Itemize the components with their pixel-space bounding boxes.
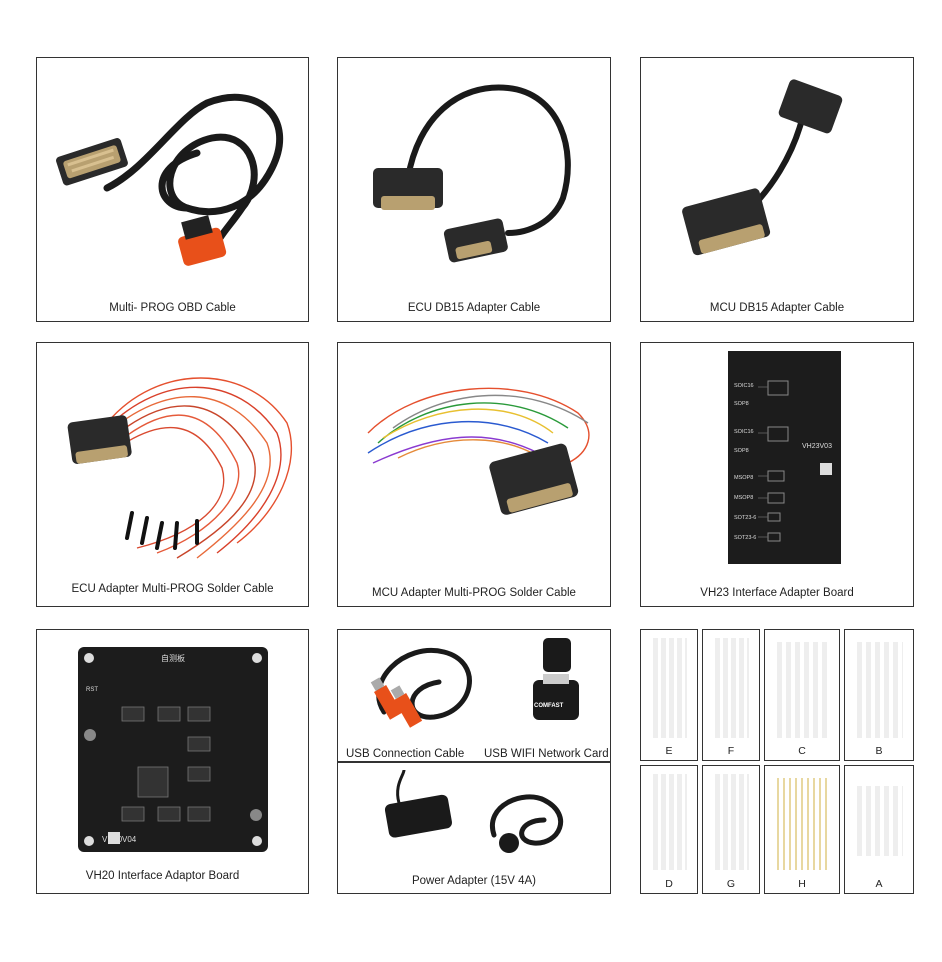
caption: MCU DB15 Adapter Cable bbox=[709, 302, 845, 314]
board-title: 自测板 bbox=[161, 654, 185, 663]
usb-caption: USB Connection Cable bbox=[346, 748, 465, 760]
board-traces bbox=[758, 380, 832, 542]
obd-cable-image bbox=[56, 93, 284, 266]
db25-connector-icon bbox=[489, 443, 579, 515]
board-model: VH20V04 bbox=[102, 835, 137, 844]
usb-plug-icon bbox=[370, 677, 403, 720]
pin-set-d: D bbox=[640, 765, 698, 894]
mcu-db15-cable-image bbox=[682, 79, 843, 256]
mount-hole-icon bbox=[252, 836, 262, 846]
pin-set-e: E bbox=[640, 629, 698, 761]
mcu-solder-cable-image bbox=[367, 387, 590, 515]
db25-connector-icon bbox=[373, 168, 443, 210]
panel-ecu-db15-cable: ECU DB15 Adapter Cable bbox=[337, 57, 611, 322]
caption: VH23 Interface Adapter Board bbox=[700, 587, 854, 599]
pin-set-image bbox=[777, 642, 827, 738]
db25-connector-icon bbox=[67, 415, 132, 464]
pin-set-image bbox=[715, 638, 749, 738]
panel-vh20-board: 自测板 RST VH20V04 VH20 Interface Adaptor B… bbox=[36, 629, 309, 894]
mount-hole-icon bbox=[252, 653, 262, 663]
power-brick-icon bbox=[384, 794, 452, 838]
usb-cable-image bbox=[370, 648, 472, 728]
panel-obd-cable: Multi- PROG OBD Cable bbox=[36, 57, 309, 322]
board-label: MSOP8 bbox=[734, 495, 754, 501]
board-label: SOIC16 bbox=[734, 383, 754, 389]
pin-set-a: A bbox=[844, 765, 914, 894]
db25-connector-icon bbox=[682, 188, 771, 256]
pin-set-image bbox=[857, 642, 903, 738]
pin-set-image bbox=[857, 786, 903, 856]
obd-connector-icon bbox=[178, 215, 227, 266]
pin-set-image bbox=[715, 774, 749, 870]
board-label: SOT23-6 bbox=[734, 515, 757, 521]
usb-plug-icon bbox=[390, 685, 423, 728]
pin-set-image bbox=[653, 774, 687, 870]
panel-power-adapter: Power Adapter (15V 4A) bbox=[337, 762, 611, 894]
caption: ECU DB15 Adapter Cable bbox=[407, 302, 541, 314]
panel-ecu-solder-cable: ECU Adapter Multi-PROG Solder Cable bbox=[36, 342, 309, 607]
pin-set-b: B bbox=[844, 629, 914, 761]
board-model: VH23V03 bbox=[802, 443, 832, 450]
pin-set-g: G bbox=[702, 765, 760, 894]
pin-set-label: B bbox=[875, 745, 883, 757]
panel-mcu-db15-cable: MCU DB15 Adapter Cable bbox=[640, 57, 914, 322]
pin-set-c: C bbox=[764, 629, 840, 761]
wifi-brand: COMFAST bbox=[534, 703, 564, 709]
pin-set-image bbox=[653, 638, 687, 738]
power-plug-icon bbox=[499, 833, 519, 853]
pin-set-h: H bbox=[764, 765, 840, 894]
mount-hole-icon bbox=[84, 836, 94, 846]
pin-sets-grid: E F C B D G H A bbox=[640, 629, 914, 894]
ecu-db15-cable-image bbox=[373, 84, 571, 263]
mount-hole-icon bbox=[84, 653, 94, 663]
pin-set-label: C bbox=[798, 745, 806, 757]
pin-set-f: F bbox=[702, 629, 760, 761]
board-label: SOIC16 bbox=[734, 429, 754, 435]
pin-set-image bbox=[777, 778, 827, 870]
pin-set-label: D bbox=[665, 878, 673, 890]
wifi-caption: USB WIFI Network Card bbox=[484, 748, 609, 760]
board-label: SOT23-6 bbox=[734, 535, 757, 541]
db15-connector-icon bbox=[443, 218, 508, 263]
caption: VH20 Interface Adaptor Board bbox=[85, 870, 240, 882]
board-label: SOP8 bbox=[734, 448, 749, 454]
ecu-solder-cable-image bbox=[67, 377, 293, 559]
board-label: SOP8 bbox=[734, 401, 749, 407]
wifi-cap-icon bbox=[543, 638, 571, 672]
board-label: MSOP8 bbox=[734, 475, 754, 481]
panel-mcu-solder-cable: MCU Adapter Multi-PROG Solder Cable bbox=[337, 342, 611, 607]
rst-label: RST bbox=[86, 687, 98, 693]
vh20-board: 自测板 RST VH20V04 bbox=[78, 647, 268, 852]
pin-set-label: H bbox=[798, 878, 806, 890]
pin-set-label: E bbox=[665, 745, 673, 757]
pin-set-label: A bbox=[875, 878, 883, 890]
caption: Power Adapter (15V 4A) bbox=[411, 875, 536, 887]
db15-connector-icon bbox=[778, 79, 843, 134]
power-adapter-image bbox=[384, 769, 564, 853]
pin-set-label: G bbox=[726, 878, 736, 890]
board-chips bbox=[84, 706, 262, 844]
caption: Multi- PROG OBD Cable bbox=[109, 302, 236, 314]
db25-connector-icon bbox=[56, 138, 128, 186]
panel-vh23-board: SOIC16 SOP8 SOIC16 SOP8 MSOP8 MSOP8 SOT2… bbox=[640, 342, 914, 607]
vh23-board: SOIC16 SOP8 SOIC16 SOP8 MSOP8 MSOP8 SOT2… bbox=[728, 351, 841, 564]
caption: ECU Adapter Multi-PROG Solder Cable bbox=[71, 583, 274, 595]
wifi-card-image bbox=[533, 638, 579, 720]
pin-set-label: F bbox=[727, 745, 735, 757]
panel-usb-wifi: COMFAST USB Connection Cable USB WIFI Ne… bbox=[337, 629, 611, 762]
caption: MCU Adapter Multi-PROG Solder Cable bbox=[372, 587, 576, 599]
